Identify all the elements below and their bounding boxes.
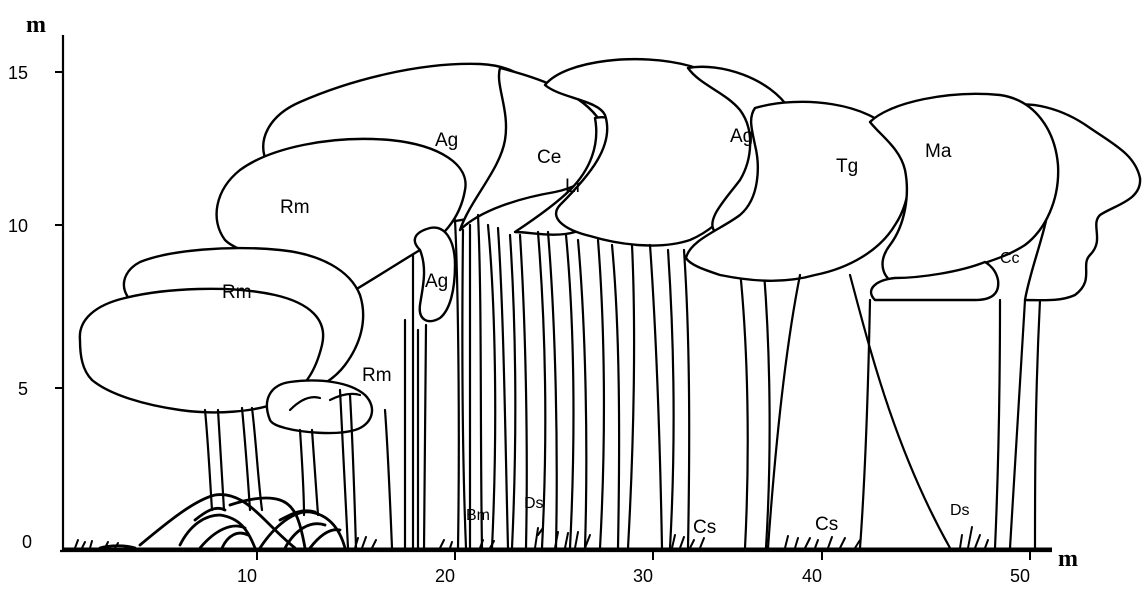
- label-lr: Lr: [565, 176, 583, 197]
- x-tick-label-10: 10: [237, 566, 257, 586]
- label-ma: Ma: [925, 141, 952, 162]
- x-tick-label-40: 40: [802, 566, 822, 586]
- label-ce: Ce: [537, 147, 561, 168]
- label-bm: Bm: [466, 507, 490, 524]
- y-tick-label-0: 0: [22, 532, 32, 552]
- y-tick-label-10: 10: [8, 216, 28, 236]
- y-axis-unit: m: [26, 12, 46, 38]
- label-cs-right: Cs: [815, 514, 838, 535]
- label-ag-back: Ag: [435, 130, 458, 151]
- label-cc: Cc: [1000, 250, 1020, 267]
- label-tg: Tg: [836, 156, 858, 177]
- crown-rm-small: [267, 381, 372, 434]
- label-rm-small: Rm: [362, 365, 392, 386]
- right-trunks: [768, 275, 1040, 548]
- label-ag-middle: Ag: [730, 126, 753, 147]
- front-crowns: [80, 139, 466, 433]
- label-ag-small: Ag: [425, 271, 448, 292]
- label-cs-left: Cs: [693, 517, 716, 538]
- label-rm-wide: Rm: [222, 282, 252, 303]
- label-ds-left: Ds: [524, 495, 544, 512]
- label-rm-upper: Rm: [280, 197, 310, 218]
- y-tick-label-15: 15: [8, 63, 28, 83]
- x-axis-unit: m: [1058, 546, 1078, 572]
- x-tick-label-20: 20: [435, 566, 455, 586]
- y-tick-label-5: 5: [18, 379, 28, 399]
- label-ds-right: Ds: [950, 502, 970, 519]
- x-tick-label-50: 50: [1010, 566, 1030, 586]
- x-tick-label-30: 30: [633, 566, 653, 586]
